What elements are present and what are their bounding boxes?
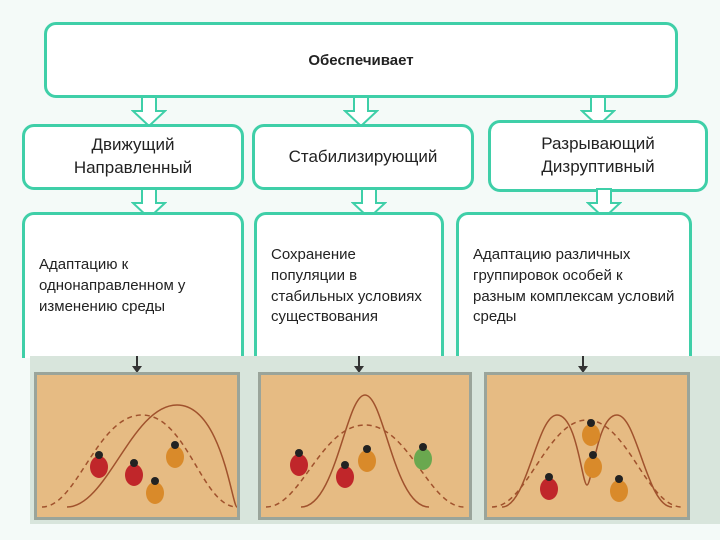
distribution-curves-driving [41,404,237,508]
type-line2: Направленный [73,158,193,177]
ladybug-red-icon [290,449,308,476]
ladybug-red-icon [90,451,108,478]
desc-text: Адаптацию различных группировок особей к… [473,246,675,326]
type-box-disruptive: Разрывающий Дизруптивный [488,120,708,192]
small-arrow-icon [354,356,364,373]
type-line2: Дизруптивный [541,157,655,176]
ladybug-orange-icon [584,451,602,478]
down-arrow-icon [580,96,616,128]
type-box-driving: Движущий Направленный [22,124,244,190]
down-arrow-icon [351,188,387,220]
desc-box-disruptive: Адаптацию различных группировок особей к… [456,212,692,358]
ladybug-orange-icon [166,441,184,468]
ladybug-red-icon [540,473,558,500]
distribution-curves-disruptive [491,414,683,508]
ladybug-orange-icon [146,477,164,504]
desc-text: Сохранение популяции в стабильных услови… [271,246,422,326]
ladybug-red-icon [125,459,143,486]
desc-box-stabilizing: Сохранение популяции в стабильных услови… [254,212,444,358]
down-arrow-icon [586,188,622,220]
down-arrow-icon [131,188,167,220]
ladybug-orange-icon [610,475,628,502]
type-box-stabilizing: Стабилизирующий [252,124,474,190]
ladybug-orange-icon [582,419,600,446]
type-line1: Движущий [91,135,175,155]
type-line1: Стабилизирующий [288,146,438,166]
top-label: Обеспечивает [308,51,414,69]
top-box: Обеспечивает [44,22,678,98]
panel-disruptive [484,372,690,520]
ladybug-green-icon [414,443,432,470]
small-arrow-icon [132,356,142,373]
desc-text: Адаптацию к однонаправленном у изменению… [39,256,186,315]
ladybug-orange-icon [358,445,376,472]
distribution-curves-stabilizing [265,394,465,508]
down-arrow-icon [343,96,379,128]
panel-driving [34,372,240,520]
small-arrow-icon [578,356,588,373]
type-line1: Разрывающий [541,134,655,154]
down-arrow-icon [131,96,167,128]
desc-box-driving: Адаптацию к однонаправленном у изменению… [22,212,244,358]
ladybug-red-icon [336,461,354,488]
panel-stabilizing [258,372,472,520]
